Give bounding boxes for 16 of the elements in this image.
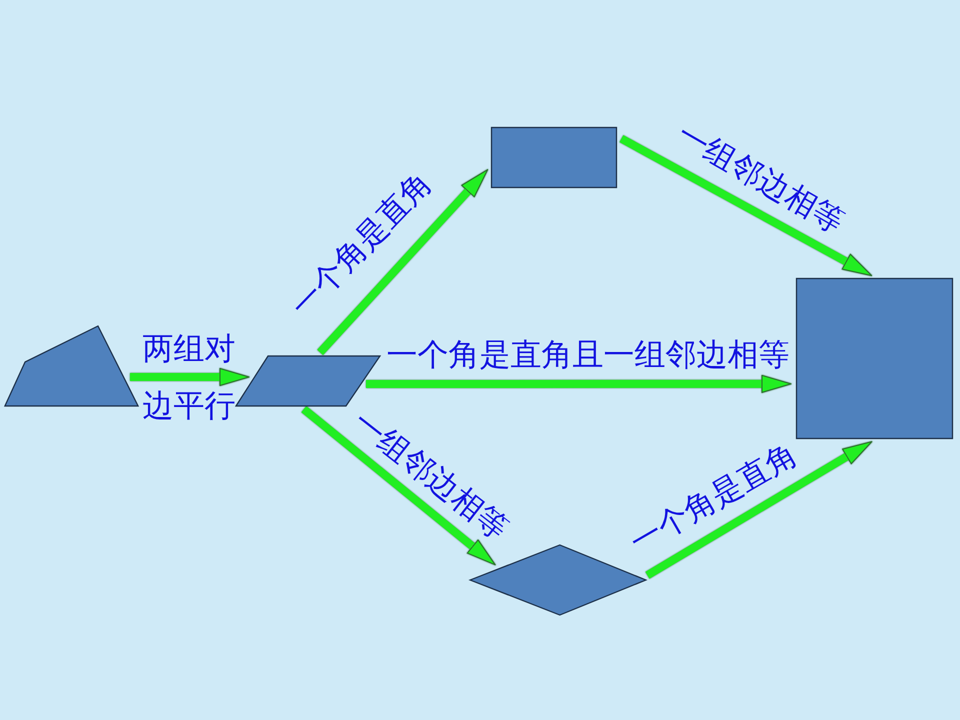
parallelogram-shape bbox=[235, 355, 381, 407]
edge-label: 一组邻边相等 bbox=[346, 404, 514, 548]
arrow bbox=[130, 368, 250, 386]
arrow bbox=[301, 406, 498, 568]
quadrilateral-shape bbox=[4, 325, 139, 407]
rhombus-shape bbox=[469, 544, 647, 616]
rectangle-shape bbox=[491, 127, 617, 188]
arrow bbox=[645, 438, 874, 579]
arrow bbox=[366, 374, 792, 393]
edge-label: 一个角是直角且一组邻边相等 bbox=[386, 338, 790, 374]
square-shape bbox=[796, 278, 953, 439]
edge-label: 一组邻边相等 bbox=[670, 117, 850, 241]
edge-label: 一个角是直角 bbox=[624, 437, 804, 561]
arrow bbox=[317, 167, 491, 356]
edge-label: 一个角是直角 bbox=[284, 166, 440, 324]
edge-label: 两组对边平行 bbox=[142, 330, 236, 426]
